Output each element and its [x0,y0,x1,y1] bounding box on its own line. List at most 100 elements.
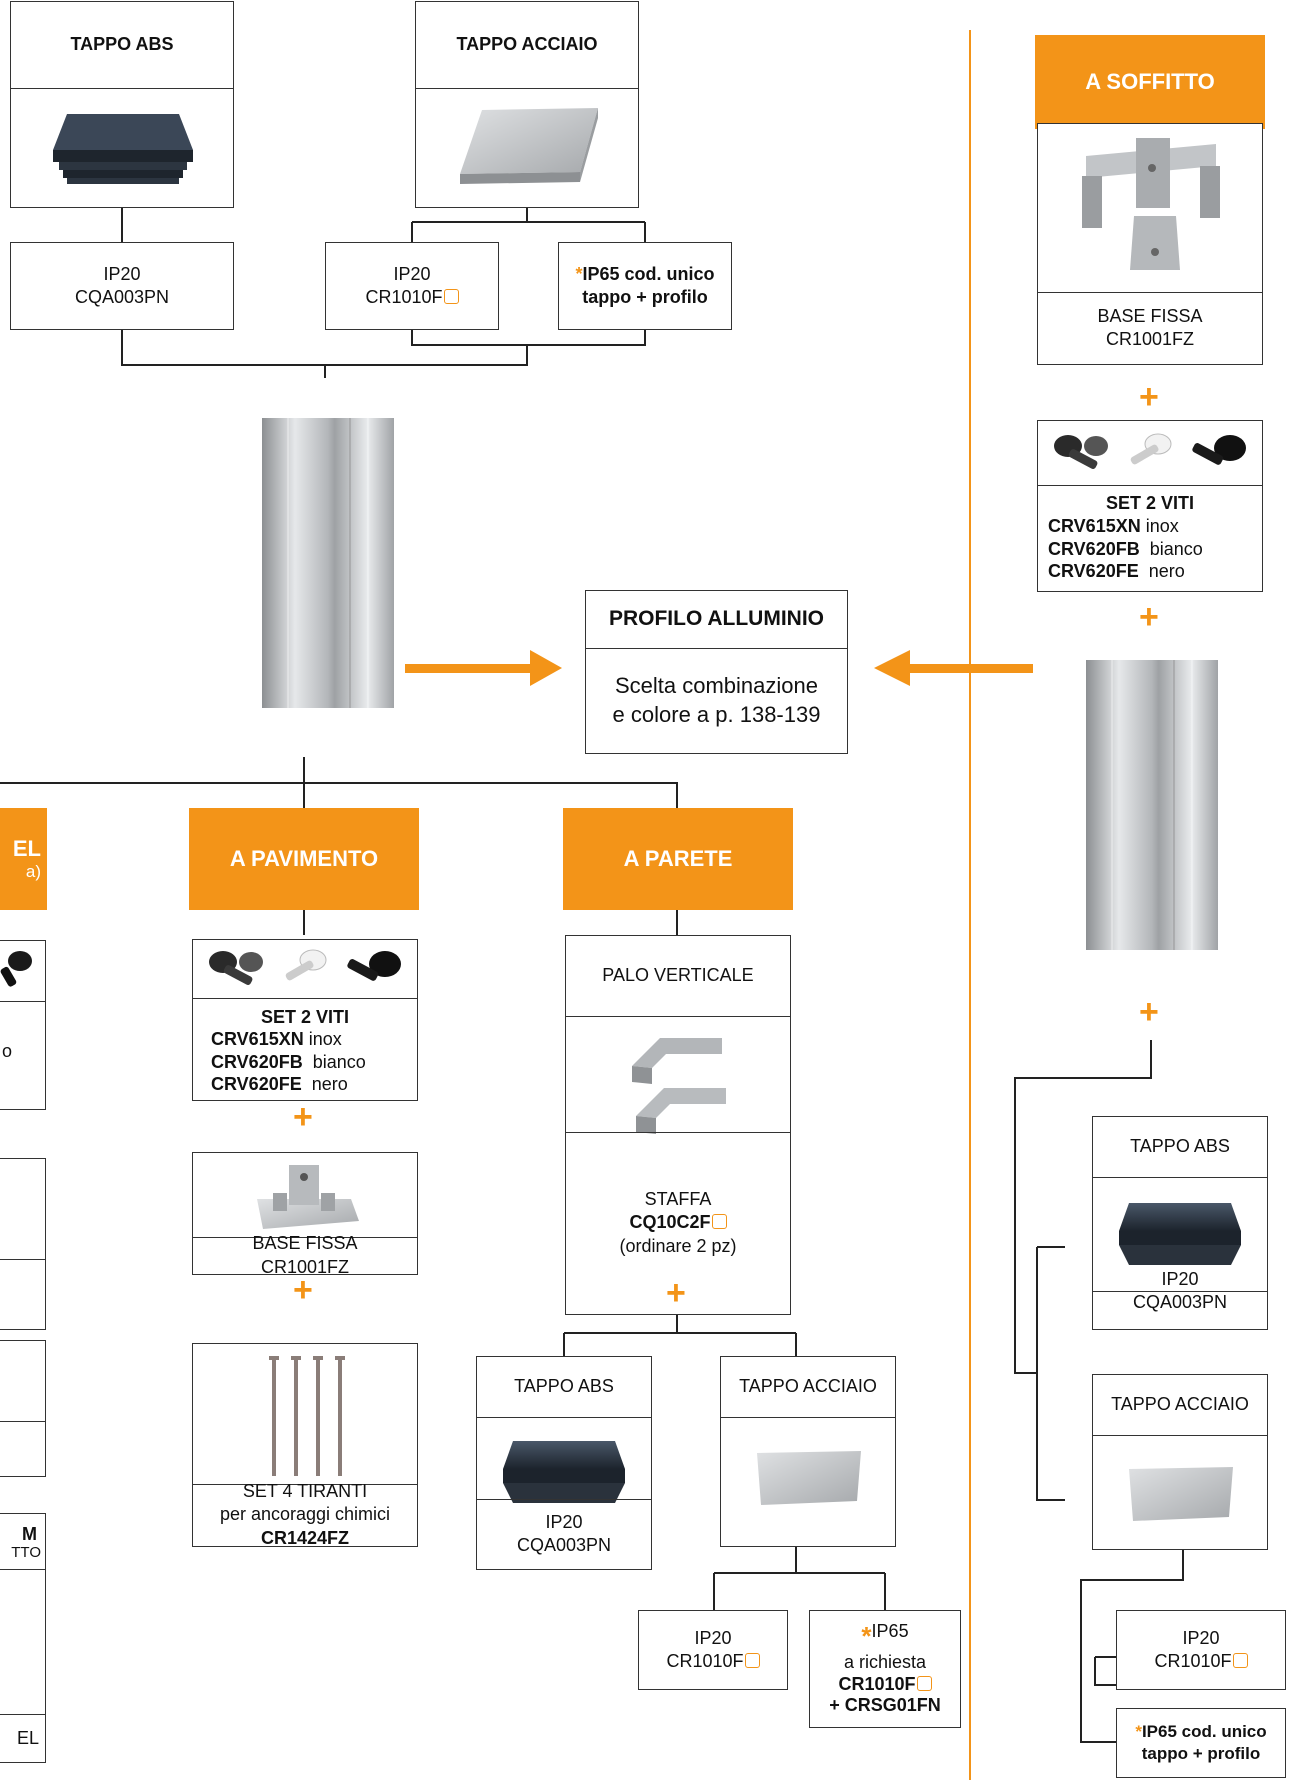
tiranti-code: CR1424FZ [260,1527,350,1548]
ip65-line1: IP65 [871,1621,909,1642]
screw-icon [1130,433,1172,465]
soffitto-ip20-box: IP20 CR1010F [1116,1610,1286,1690]
screw-set-title: SET 2 VITI [260,1007,350,1027]
product-code: CR1010F [365,287,443,307]
left-box3-line1: M [22,1524,37,1544]
color-option-icon [443,289,459,304]
pavimento-base-box: BASE FISSA CR1001FZ [192,1152,418,1277]
top-abs-ip-box: IP20 CQA003PN [10,242,234,330]
asterisk-icon: * [1135,1722,1142,1742]
base-code: CR1001FZ [260,1256,350,1277]
product-code: CQA003PN [74,287,170,307]
tiranti-line1: SET 4 TIRANTI [242,1481,368,1502]
parete-ip65-box: *IP65 a richiesta CR1010F + CRSG01FN [809,1610,961,1728]
top-steel-cap-card: TAPPO ACCIAIO [415,1,639,208]
product-code: CQA003PN [1132,1292,1228,1313]
bracket-image [632,1038,726,1134]
steel-cap-image [460,108,598,184]
screw-color: inox [1145,516,1179,536]
left-partial-box-1 [0,1158,46,1330]
product-code: CR1010F [666,1651,744,1671]
screw-icon [285,949,327,981]
profile-line1: Scelta combinazione [614,673,818,699]
base-code: CR1001FZ [1105,329,1195,349]
ip65-code2: + CRSG01FN [829,1695,941,1716]
ip-rating: IP20 [103,263,141,284]
ip-rating: IP20 [1182,1627,1220,1648]
screw-icon [1054,435,1108,469]
plus-icon: + [1139,993,1159,1031]
parete-bracket-box: PALO VERTICALE STAFFA CQ10C2F (ordinare … [565,935,791,1315]
left-partial-screws-box: o [0,940,46,1110]
tiranti-line2: per ancoraggi chimici [219,1504,391,1525]
left-partial-box-3: M TTO EL [0,1513,46,1763]
left-box3-footer: EL [16,1728,39,1748]
screw-color: bianco [1149,538,1203,559]
left-partial-header: EL a) [0,808,47,910]
top-abs-cap-card: TAPPO ABS [10,1,234,208]
ip65-line1: IP65 cod. unico [1141,1722,1267,1742]
bracket-line3: (ordinare 2 pz) [619,1235,737,1256]
soffitto-abs-ip: IP20 CQA003PN [1092,1268,1268,1315]
color-option-icon [744,1653,760,1668]
ip-rating: IP20 [1161,1269,1199,1289]
soffitto-screws-box: SET 2 VITI CRV615XN inox CRV620FB bianco… [1037,420,1263,592]
plus-icon: + [1139,598,1159,636]
asterisk-icon: * [575,263,583,284]
ip65-line2: tappo + profilo [1141,1744,1261,1763]
plus-icon: + [293,1271,313,1309]
plus-icon: + [293,1098,313,1136]
top-steel-ip20-box: IP20 CR1010F [325,242,499,330]
soffitto-abs-cap-box: TAPPO ABS [1092,1116,1268,1330]
profile-title: PROFILO ALLUMINIO [608,607,825,631]
soffitto-base-box: BASE FISSA CR1001FZ [1037,123,1263,365]
screw-set-image [193,940,417,998]
ip65-line2: a richiesta [843,1652,927,1673]
steel-cap-title: TAPPO ACCIAIO [739,1376,877,1397]
left-partial-text: o [2,1041,13,1061]
asterisk-icon: * [861,1621,872,1652]
soffitto-steel-cap-box: TAPPO ACCIAIO [1092,1374,1268,1550]
abs-cap-image [503,1441,625,1503]
ip-rating: IP20 [545,1511,583,1532]
left-header-line2: a) [25,862,41,881]
ip65-line2: tappo + profilo [582,287,708,307]
screw-code: CRV620FE [1048,561,1139,581]
pavimento-screws-box: SET 2 VITI CRV615XN inox CRV620FB bianco… [192,939,418,1101]
product-code-row: CR1010F [365,286,459,309]
parete-steel-cap-box: TAPPO ACCIAIO [720,1356,896,1547]
screw-code: CRV615XN [211,1029,304,1049]
left-box3-line2: TTO [11,1544,41,1561]
ip65-line1: IP65 cod. unico [582,263,715,284]
abs-cap-title: TAPPO ABS [514,1376,614,1397]
pavimento-header: A PAVIMENTO [189,808,419,910]
ip65-code: CR1010F [838,1673,916,1694]
soffitto-ip65-box: *IP65 cod. unico tappo + profilo [1116,1708,1286,1778]
left-header-line1: EL [12,836,41,861]
ip-rating: IP20 [393,263,431,284]
ip-rating: IP20 [694,1627,732,1648]
aluminium-profile-image [262,418,394,708]
screw-code: CRV615XN [1048,516,1141,536]
product-code: CQA003PN [516,1535,612,1555]
plus-icon: + [666,1274,686,1312]
screw-icon [347,951,401,981]
base-fixed-image [257,1165,359,1229]
parete-ip20-box: IP20 CR1010F [638,1610,788,1690]
screw-code: CRV620FB [211,1051,303,1072]
steel-cap-image [757,1451,861,1505]
bracket-line1: STAFFA [644,1189,712,1210]
base-line1: BASE FISSA [252,1233,358,1254]
aluminium-profile-image [1086,660,1218,950]
screw-color: inox [308,1029,342,1049]
screw-icon [1192,435,1246,465]
top-steel-ip65-box: *IP65 cod. unico tappo + profilo [558,242,732,330]
color-option-icon [916,1675,932,1691]
profile-line2: e colore a p. 138-139 [612,701,821,727]
screw-set-title: SET 2 VITI [1105,493,1195,513]
base-line1: BASE FISSA [1097,305,1203,326]
screw-icon [209,951,263,985]
abs-cap-title: TAPPO ABS [1130,1136,1230,1157]
screw-color: bianco [312,1051,366,1072]
